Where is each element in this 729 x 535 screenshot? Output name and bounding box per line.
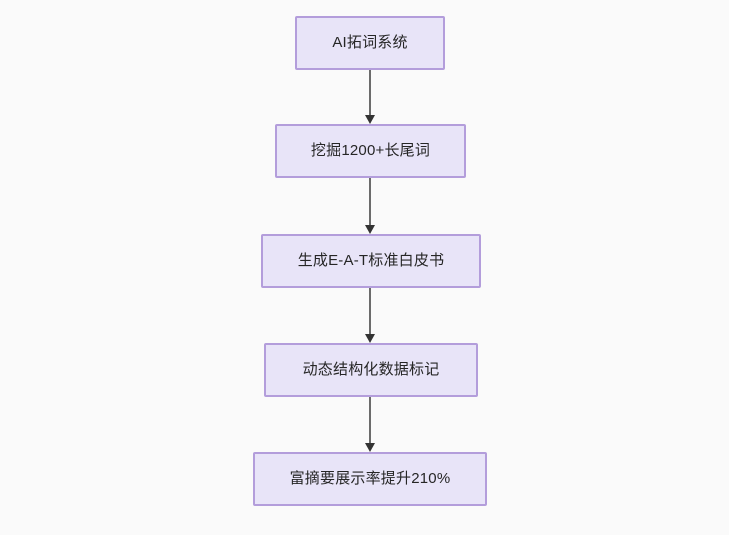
flow-node-ai-keyword-system[interactable]: AI拓词系统 <box>295 16 445 70</box>
connector-line <box>369 288 371 335</box>
flow-node-label: 富摘要展示率提升210% <box>289 470 451 487</box>
flow-node-label: 生成E-A-T标准白皮书 <box>297 252 445 269</box>
arrowhead-icon <box>365 115 375 124</box>
connector-line <box>369 397 371 444</box>
arrowhead-icon <box>365 334 375 343</box>
flow-node-eat-whitepaper[interactable]: 生成E-A-T标准白皮书 <box>261 234 481 288</box>
arrowhead-icon <box>365 443 375 452</box>
flow-node-longtail-keywords[interactable]: 挖掘1200+长尾词 <box>275 124 466 178</box>
flow-node-label: 动态结构化数据标记 <box>302 361 440 378</box>
flow-node-rich-snippet-uplift[interactable]: 富摘要展示率提升210% <box>253 452 487 506</box>
flow-node-structured-data-markup[interactable]: 动态结构化数据标记 <box>264 343 478 397</box>
connector-line <box>369 70 371 116</box>
connector-line <box>369 178 371 226</box>
arrowhead-icon <box>365 225 375 234</box>
flow-node-label: AI拓词系统 <box>332 34 408 51</box>
flow-node-label: 挖掘1200+长尾词 <box>310 142 431 159</box>
